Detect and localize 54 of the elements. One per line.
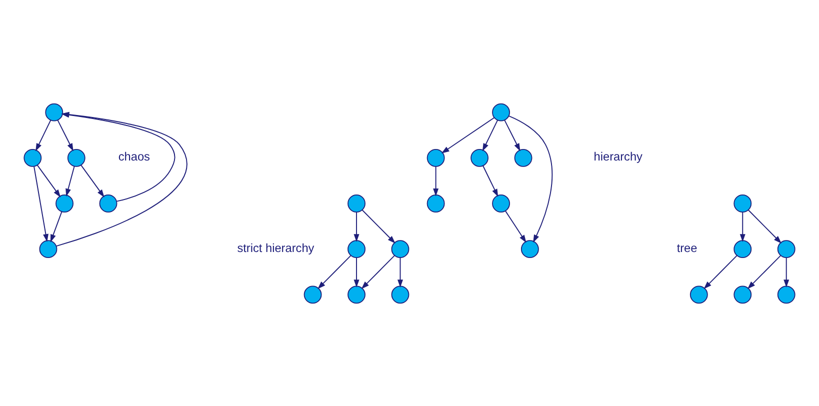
node-circle [492, 194, 510, 212]
arrow [441, 116, 495, 153]
arrow [397, 256, 403, 288]
node-circle [734, 194, 752, 212]
label: hierarchy [594, 149, 642, 164]
arrow [508, 115, 553, 242]
node-circle [348, 285, 366, 304]
node-circle [348, 194, 366, 212]
arrow [36, 119, 52, 151]
arrow [704, 254, 738, 289]
arrow [482, 119, 498, 151]
node-circle [45, 102, 64, 121]
node-circle [470, 148, 488, 166]
arrow [34, 166, 48, 242]
arrow [66, 165, 75, 196]
arrow [80, 164, 104, 197]
node-circle [777, 285, 796, 304]
node-circle [99, 194, 118, 212]
node-circle [348, 240, 366, 258]
node-circle [690, 285, 708, 304]
arrow [362, 209, 396, 243]
arrow [504, 210, 526, 242]
arrow [354, 211, 360, 242]
arrow [318, 254, 352, 289]
arrow [50, 210, 62, 242]
node-circle [391, 240, 410, 258]
node-circle [514, 148, 532, 166]
label: chaos [118, 149, 150, 164]
arrow [748, 209, 782, 243]
node-circle [734, 285, 752, 304]
node-circle [426, 194, 445, 212]
arrow [433, 166, 439, 196]
arrow [354, 256, 360, 288]
arrow [740, 211, 746, 242]
node-circle [734, 240, 752, 258]
arrow [36, 164, 61, 197]
arrow [747, 254, 782, 289]
node-circle [492, 102, 510, 121]
node-circle [56, 194, 74, 212]
arrow [482, 164, 498, 196]
node-circle [520, 240, 539, 258]
label: tree [676, 240, 698, 254]
arrow [57, 119, 74, 151]
label: strict hierarchy [237, 240, 314, 254]
node-circle [426, 148, 445, 166]
arrow [361, 254, 395, 289]
arrow [504, 119, 520, 151]
node-circle [67, 148, 86, 166]
node-circle [391, 285, 410, 304]
node-circle [24, 148, 42, 166]
node-circle [39, 240, 58, 258]
node-circle [777, 240, 796, 258]
node-circle [304, 285, 322, 304]
arrow [784, 256, 790, 288]
